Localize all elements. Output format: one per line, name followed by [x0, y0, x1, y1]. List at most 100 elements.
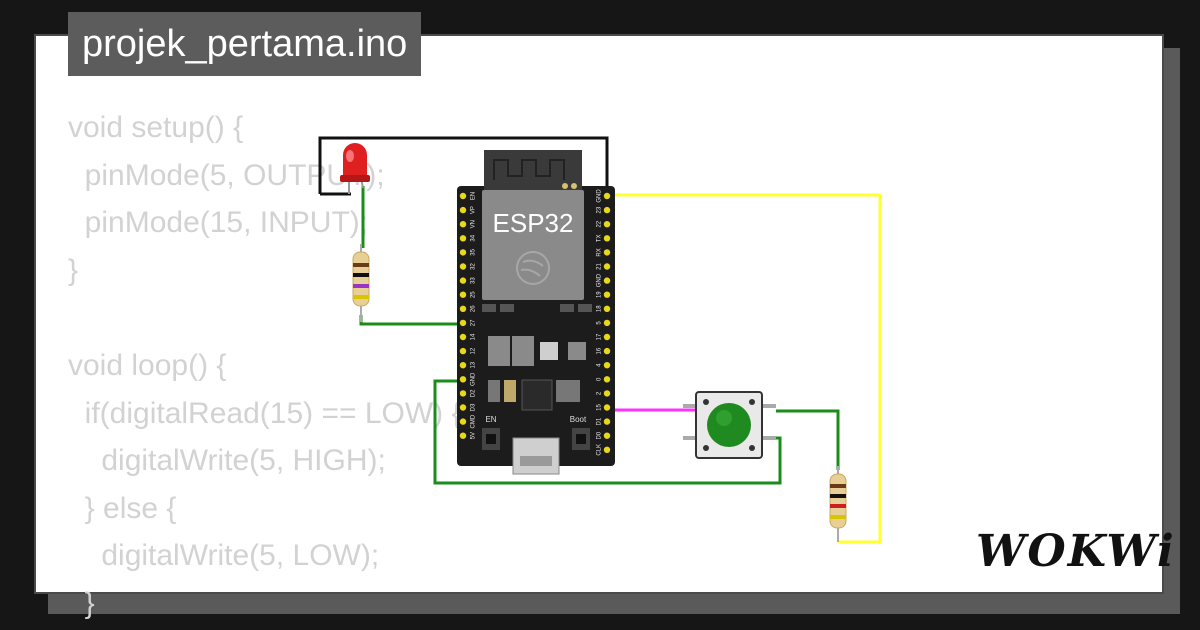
pin-16[interactable]: [603, 347, 611, 355]
pin-33[interactable]: [459, 277, 467, 284]
en-label: EN: [485, 415, 496, 424]
pin-label: 16: [597, 347, 603, 354]
pin-14[interactable]: [459, 333, 467, 341]
pin-d0[interactable]: [603, 432, 611, 439]
resistor-led[interactable]: [352, 244, 370, 322]
pin-label: 32: [471, 263, 477, 270]
code-line: void loop() {: [68, 348, 227, 382]
wire-black-gnd[interactable]: [318, 136, 609, 196]
pin-label: 34: [471, 234, 477, 241]
pin-clk[interactable]: [603, 446, 611, 453]
code-line: } else {: [68, 491, 177, 525]
resistor-button[interactable]: [829, 466, 847, 542]
pin-label: 18: [597, 305, 603, 312]
wire-green-button-gnd[interactable]: [433, 379, 782, 485]
project-filename: projek_pertama.ino: [68, 12, 422, 76]
code-line: void setup() {: [68, 111, 244, 144]
pin-19[interactable]: [603, 291, 611, 298]
pin-13[interactable]: [459, 362, 467, 369]
pin-d2[interactable]: [459, 390, 467, 397]
pin-en[interactable]: [459, 192, 467, 200]
pin-label: D3: [471, 403, 477, 411]
pin-label: 4: [597, 363, 603, 367]
pin-label: VN: [471, 220, 477, 228]
pin-vn[interactable]: [459, 221, 467, 228]
pin-2[interactable]: [603, 390, 611, 397]
pin-label: CLK: [597, 444, 603, 456]
pin-gnd[interactable]: [603, 277, 611, 284]
wokwi-logo: WOKWi: [976, 526, 1176, 577]
pin-23[interactable]: [603, 206, 611, 214]
pin-label: D0: [597, 431, 603, 439]
pin-label: 27: [471, 319, 477, 326]
pin-label: 12: [471, 347, 477, 354]
pin-35[interactable]: [459, 249, 467, 256]
pin-label: 2: [597, 391, 603, 395]
led-red[interactable]: [340, 143, 370, 194]
pin-label: GND: [597, 189, 603, 203]
pin-27[interactable]: [459, 319, 467, 327]
pin-gnd[interactable]: [459, 376, 467, 383]
pin-21[interactable]: [603, 263, 611, 270]
pin-label: 5V: [471, 432, 477, 439]
pin-15[interactable]: [603, 404, 611, 411]
pin-label: 17: [597, 333, 603, 340]
pin-rx[interactable]: [603, 249, 611, 256]
pin-cmd[interactable]: [459, 418, 467, 425]
pin-label: D1: [597, 417, 603, 425]
pin-label: 15: [597, 404, 603, 411]
pin-label: 26: [471, 305, 477, 312]
esp32-board[interactable]: ESP32 EN Boot ENVPVN34353233252627141213…: [457, 150, 615, 475]
pin-label: 22: [597, 220, 603, 227]
pin-label: GND: [597, 273, 603, 287]
pin-label: TX: [597, 234, 603, 242]
board-label: ESP32: [493, 208, 574, 238]
pin-label: VP: [471, 206, 477, 214]
code-line: digitalWrite(5, LOW);: [68, 539, 380, 573]
code-line: digitalWrite(5, HIGH);: [68, 444, 386, 478]
code-line: pinMode(15, INPUT);: [68, 206, 369, 240]
pin-label: 25: [471, 291, 477, 298]
pin-label: 0: [597, 377, 603, 381]
wire-yellow[interactable]: [607, 193, 882, 544]
pin-label: 14: [471, 333, 477, 340]
pin-vp[interactable]: [459, 206, 467, 214]
pin-label: 33: [471, 277, 477, 284]
code-line: }: [68, 253, 79, 287]
pin-gnd[interactable]: [603, 192, 611, 200]
pin-d3[interactable]: [459, 404, 467, 411]
wire-green-button-resistor[interactable]: [776, 409, 840, 470]
pin-12[interactable]: [459, 347, 467, 355]
pin-label: 35: [471, 248, 477, 255]
pin-label: RX: [597, 248, 603, 256]
pin-34[interactable]: [459, 235, 467, 242]
pin-label: 5: [597, 321, 603, 325]
code-preview: void setup() { pinMode(5, OUTPUT); pinMo…: [68, 104, 462, 628]
pin-label: EN: [471, 192, 477, 200]
pin-label: 13: [471, 361, 477, 368]
pin-tx[interactable]: [603, 235, 611, 242]
pin-label: CMD: [471, 414, 477, 428]
espressif-icon: [516, 251, 550, 285]
button-cap[interactable]: [707, 403, 751, 447]
pin-0[interactable]: [603, 376, 611, 383]
pin-label: 19: [597, 291, 603, 298]
pin-4[interactable]: [603, 362, 611, 369]
pin-5v[interactable]: [459, 432, 467, 439]
pin-22[interactable]: [603, 221, 611, 228]
pin-label: D2: [471, 389, 477, 397]
pin-17[interactable]: [603, 333, 611, 341]
pin-25[interactable]: [459, 291, 467, 298]
pin-26[interactable]: [459, 305, 467, 312]
pin-5[interactable]: [603, 319, 611, 327]
pin-d1[interactable]: [603, 418, 611, 425]
code-line: if(digitalRead(15) == LOW) {: [68, 396, 462, 430]
pin-18[interactable]: [603, 305, 611, 312]
push-button[interactable]: [683, 391, 776, 459]
pin-32[interactable]: [459, 263, 467, 270]
pin-label: 21: [597, 263, 603, 270]
code-line: }: [68, 586, 95, 620]
